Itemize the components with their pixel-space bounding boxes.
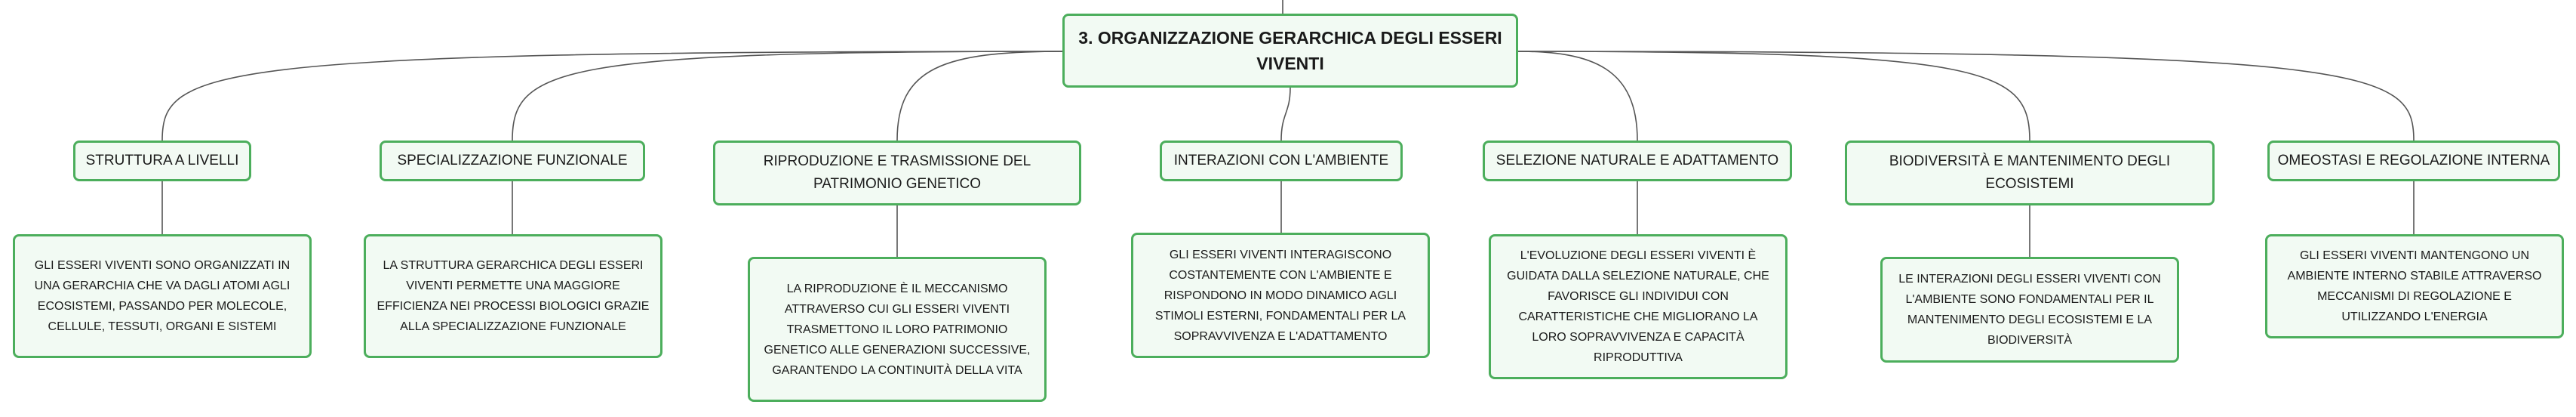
- topic-node-interazioni[interactable]: INTERAZIONI CON L'AMBIENTE: [1160, 141, 1403, 181]
- root-to-topic-connector-3: [896, 51, 1063, 141]
- detail-text: L'EVOLUZIONE DEGLI ESSERI VIVENTI È GUID…: [1507, 249, 1769, 364]
- root-node[interactable]: 3. ORGANIZZAZIONE GERARCHICA DEGLI ESSER…: [1062, 14, 1518, 88]
- topic-node-biodiversita[interactable]: BIODIVERSITÀ E MANTENIMENTO DEGLI ECOSIS…: [1845, 141, 2215, 205]
- topic-label: STRUTTURA A LIVELLI: [85, 153, 239, 168]
- topic-label: RIPRODUZIONE E TRASMISSIONE DEL PATRIMON…: [763, 153, 1031, 192]
- root-to-topic-connector-1: [161, 51, 1063, 141]
- topic-node-specializzazione[interactable]: SPECIALIZZAZIONE FUNZIONALE: [380, 141, 645, 181]
- detail-node-struttura[interactable]: GLI ESSERI VIVENTI SONO ORGANIZZATI IN U…: [13, 234, 312, 358]
- detail-text: GLI ESSERI VIVENTI MANTENGONO UN AMBIENT…: [2287, 249, 2542, 323]
- topic-label: SPECIALIZZAZIONE FUNZIONALE: [397, 153, 628, 168]
- root-to-topic-connector-2: [512, 51, 1063, 141]
- topic-node-riproduzione[interactable]: RIPRODUZIONE E TRASMISSIONE DEL PATRIMON…: [713, 141, 1081, 205]
- topic-node-omeostasi[interactable]: OMEOSTASI E REGOLAZIONE INTERNA: [2267, 141, 2560, 181]
- topic-node-selezione[interactable]: SELEZIONE NATURALE E ADATTAMENTO: [1483, 141, 1792, 181]
- root-title: 3. ORGANIZZAZIONE GERARCHICA DEGLI ESSER…: [1078, 28, 1502, 73]
- root-to-topic-connector-6: [1517, 51, 2030, 141]
- root-to-topic-connector-7: [1517, 51, 2415, 141]
- detail-node-specializzazione[interactable]: LA STRUTTURA GERARCHICA DEGLI ESSERI VIV…: [364, 234, 662, 358]
- topic-node-struttura[interactable]: STRUTTURA A LIVELLI: [73, 141, 251, 181]
- detail-node-selezione[interactable]: L'EVOLUZIONE DEGLI ESSERI VIVENTI È GUID…: [1489, 234, 1788, 379]
- detail-text: GLI ESSERI VIVENTI SONO ORGANIZZATI IN U…: [34, 259, 290, 333]
- detail-text: GLI ESSERI VIVENTI INTERAGISCONO COSTANT…: [1154, 248, 1406, 343]
- root-to-topic-connector-4: [1280, 87, 1291, 141]
- detail-node-biodiversita[interactable]: LE INTERAZIONI DEGLI ESSERI VIVENTI CON …: [1880, 257, 2179, 363]
- topic-label: SELEZIONE NATURALE E ADATTAMENTO: [1495, 153, 1779, 168]
- topic-label: INTERAZIONI CON L'AMBIENTE: [1173, 153, 1389, 168]
- topic-label: OMEOSTASI E REGOLAZIONE INTERNA: [2277, 153, 2550, 168]
- detail-node-omeostasi[interactable]: GLI ESSERI VIVENTI MANTENGONO UN AMBIENT…: [2265, 234, 2564, 338]
- topic-label: BIODIVERSITÀ E MANTENIMENTO DEGLI ECOSIS…: [1889, 153, 2171, 192]
- detail-text: LA STRUTTURA GERARCHICA DEGLI ESSERI VIV…: [377, 259, 650, 333]
- root-to-topic-connector-5: [1517, 51, 1638, 141]
- detail-node-interazioni[interactable]: GLI ESSERI VIVENTI INTERAGISCONO COSTANT…: [1131, 233, 1430, 358]
- detail-text: LE INTERAZIONI DEGLI ESSERI VIVENTI CON …: [1898, 273, 2161, 347]
- detail-node-riproduzione[interactable]: LA RIPRODUZIONE È IL MECCANISMO ATTRAVER…: [748, 257, 1047, 402]
- detail-text: LA RIPRODUZIONE È IL MECCANISMO ATTRAVER…: [764, 282, 1031, 377]
